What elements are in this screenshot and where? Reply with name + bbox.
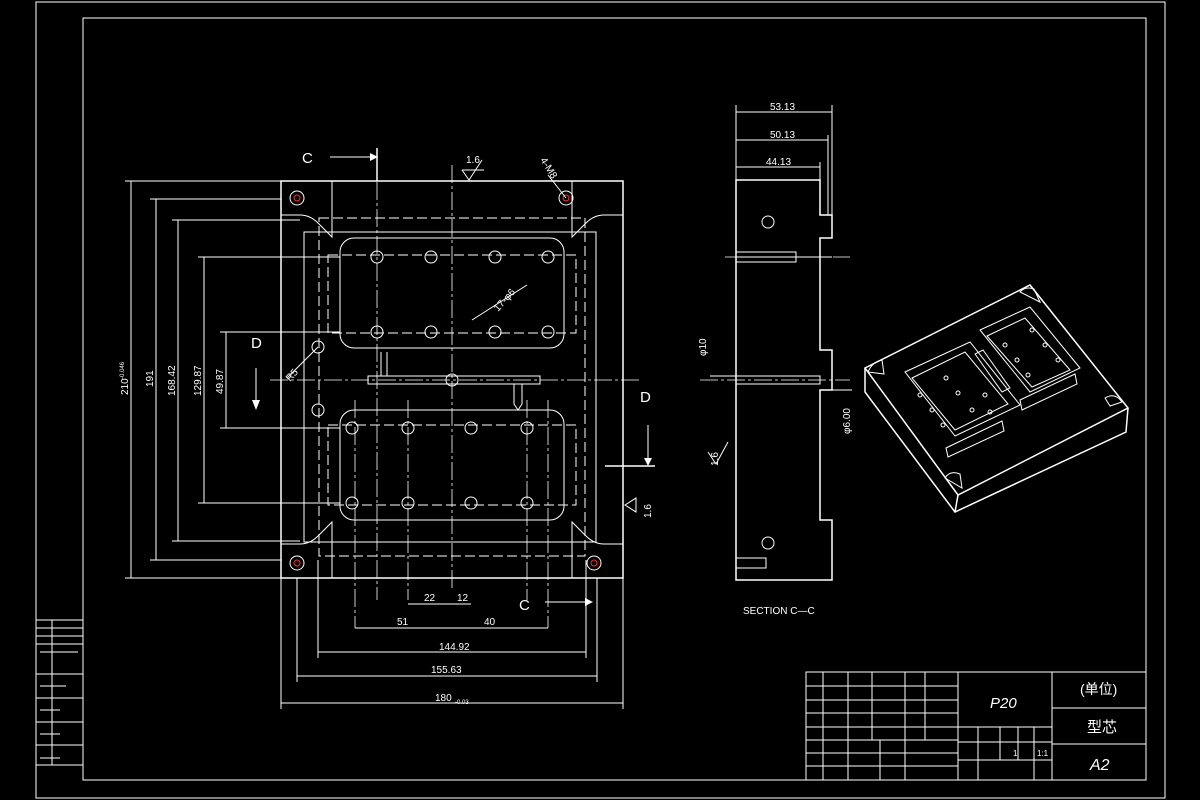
roughness-right-label: 1.6	[643, 504, 654, 518]
isometric-view	[863, 284, 1130, 513]
part-name-label: 型芯	[1087, 719, 1117, 736]
dim-40-label: 40	[484, 617, 496, 628]
m8-holes-label: 4-M8	[537, 156, 559, 182]
scale-label: 1	[1013, 749, 1018, 758]
section-view	[700, 105, 852, 581]
section-dim-50: 50.13	[770, 130, 795, 141]
dim-168-label: 168.42	[167, 365, 178, 396]
dim-12-label: 12	[457, 593, 469, 604]
section-dim-53: 53.13	[770, 102, 795, 113]
phi6-holes-label: 17-φ6	[492, 287, 518, 314]
overall-width-label: 180	[435, 693, 452, 704]
section-caption: SECTION C—C	[743, 606, 815, 617]
iso-side-faces	[864, 368, 1129, 513]
section-dia6-label: φ6.00	[842, 408, 853, 434]
dim-51-label: 51	[397, 617, 409, 628]
iso-cavity-2	[979, 306, 1081, 393]
section-roughness-label: 1.6	[710, 452, 721, 466]
sheet-size-label: A2	[1089, 757, 1110, 774]
section-d-label-left: D	[251, 335, 262, 352]
overall-height-tolerance: -0.046	[120, 361, 126, 379]
m8-holes	[289, 190, 602, 571]
unit-label: (单位)	[1080, 681, 1117, 697]
dim-155-label: 155.63	[431, 665, 462, 676]
section-dim-44: 44.13	[766, 157, 791, 168]
inner-border	[82, 17, 1147, 781]
dim-191-label: 191	[145, 370, 156, 387]
ratio-label: 1:1	[1037, 749, 1049, 758]
title-block-grid	[805, 671, 1147, 781]
roughness-top-label: 1.6	[466, 155, 480, 166]
section-c-label-top: C	[302, 150, 313, 167]
section-d-label-right: D	[640, 389, 651, 406]
horizontal-dimensions	[280, 560, 624, 709]
dim-22-label: 22	[424, 593, 436, 604]
overall-height-value: 210	[120, 378, 131, 395]
plan-view	[125, 148, 655, 709]
iso-cavity-1	[904, 341, 1021, 437]
dim-129-label: 129.87	[193, 365, 204, 396]
section-dia10-label: φ10	[698, 338, 709, 356]
ejector-holes-upper	[370, 250, 555, 339]
dim-49-label: 49.87	[215, 369, 226, 394]
material-label: P20	[990, 695, 1017, 712]
dim-144-label: 144.92	[439, 642, 470, 653]
overall-width-tolerance: -0.03	[455, 700, 469, 706]
section-c-label-bottom: C	[519, 597, 530, 614]
ejector-holes-lower	[345, 421, 534, 510]
section-hatched-body	[735, 179, 833, 581]
outer-border	[35, 1, 1166, 799]
radius-label: R5	[284, 367, 301, 384]
vertical-dimensions	[125, 180, 340, 579]
left-margin-strip	[35, 619, 84, 766]
overall-height-label: 210 -0.046	[120, 361, 131, 395]
runner-channel	[367, 375, 541, 385]
